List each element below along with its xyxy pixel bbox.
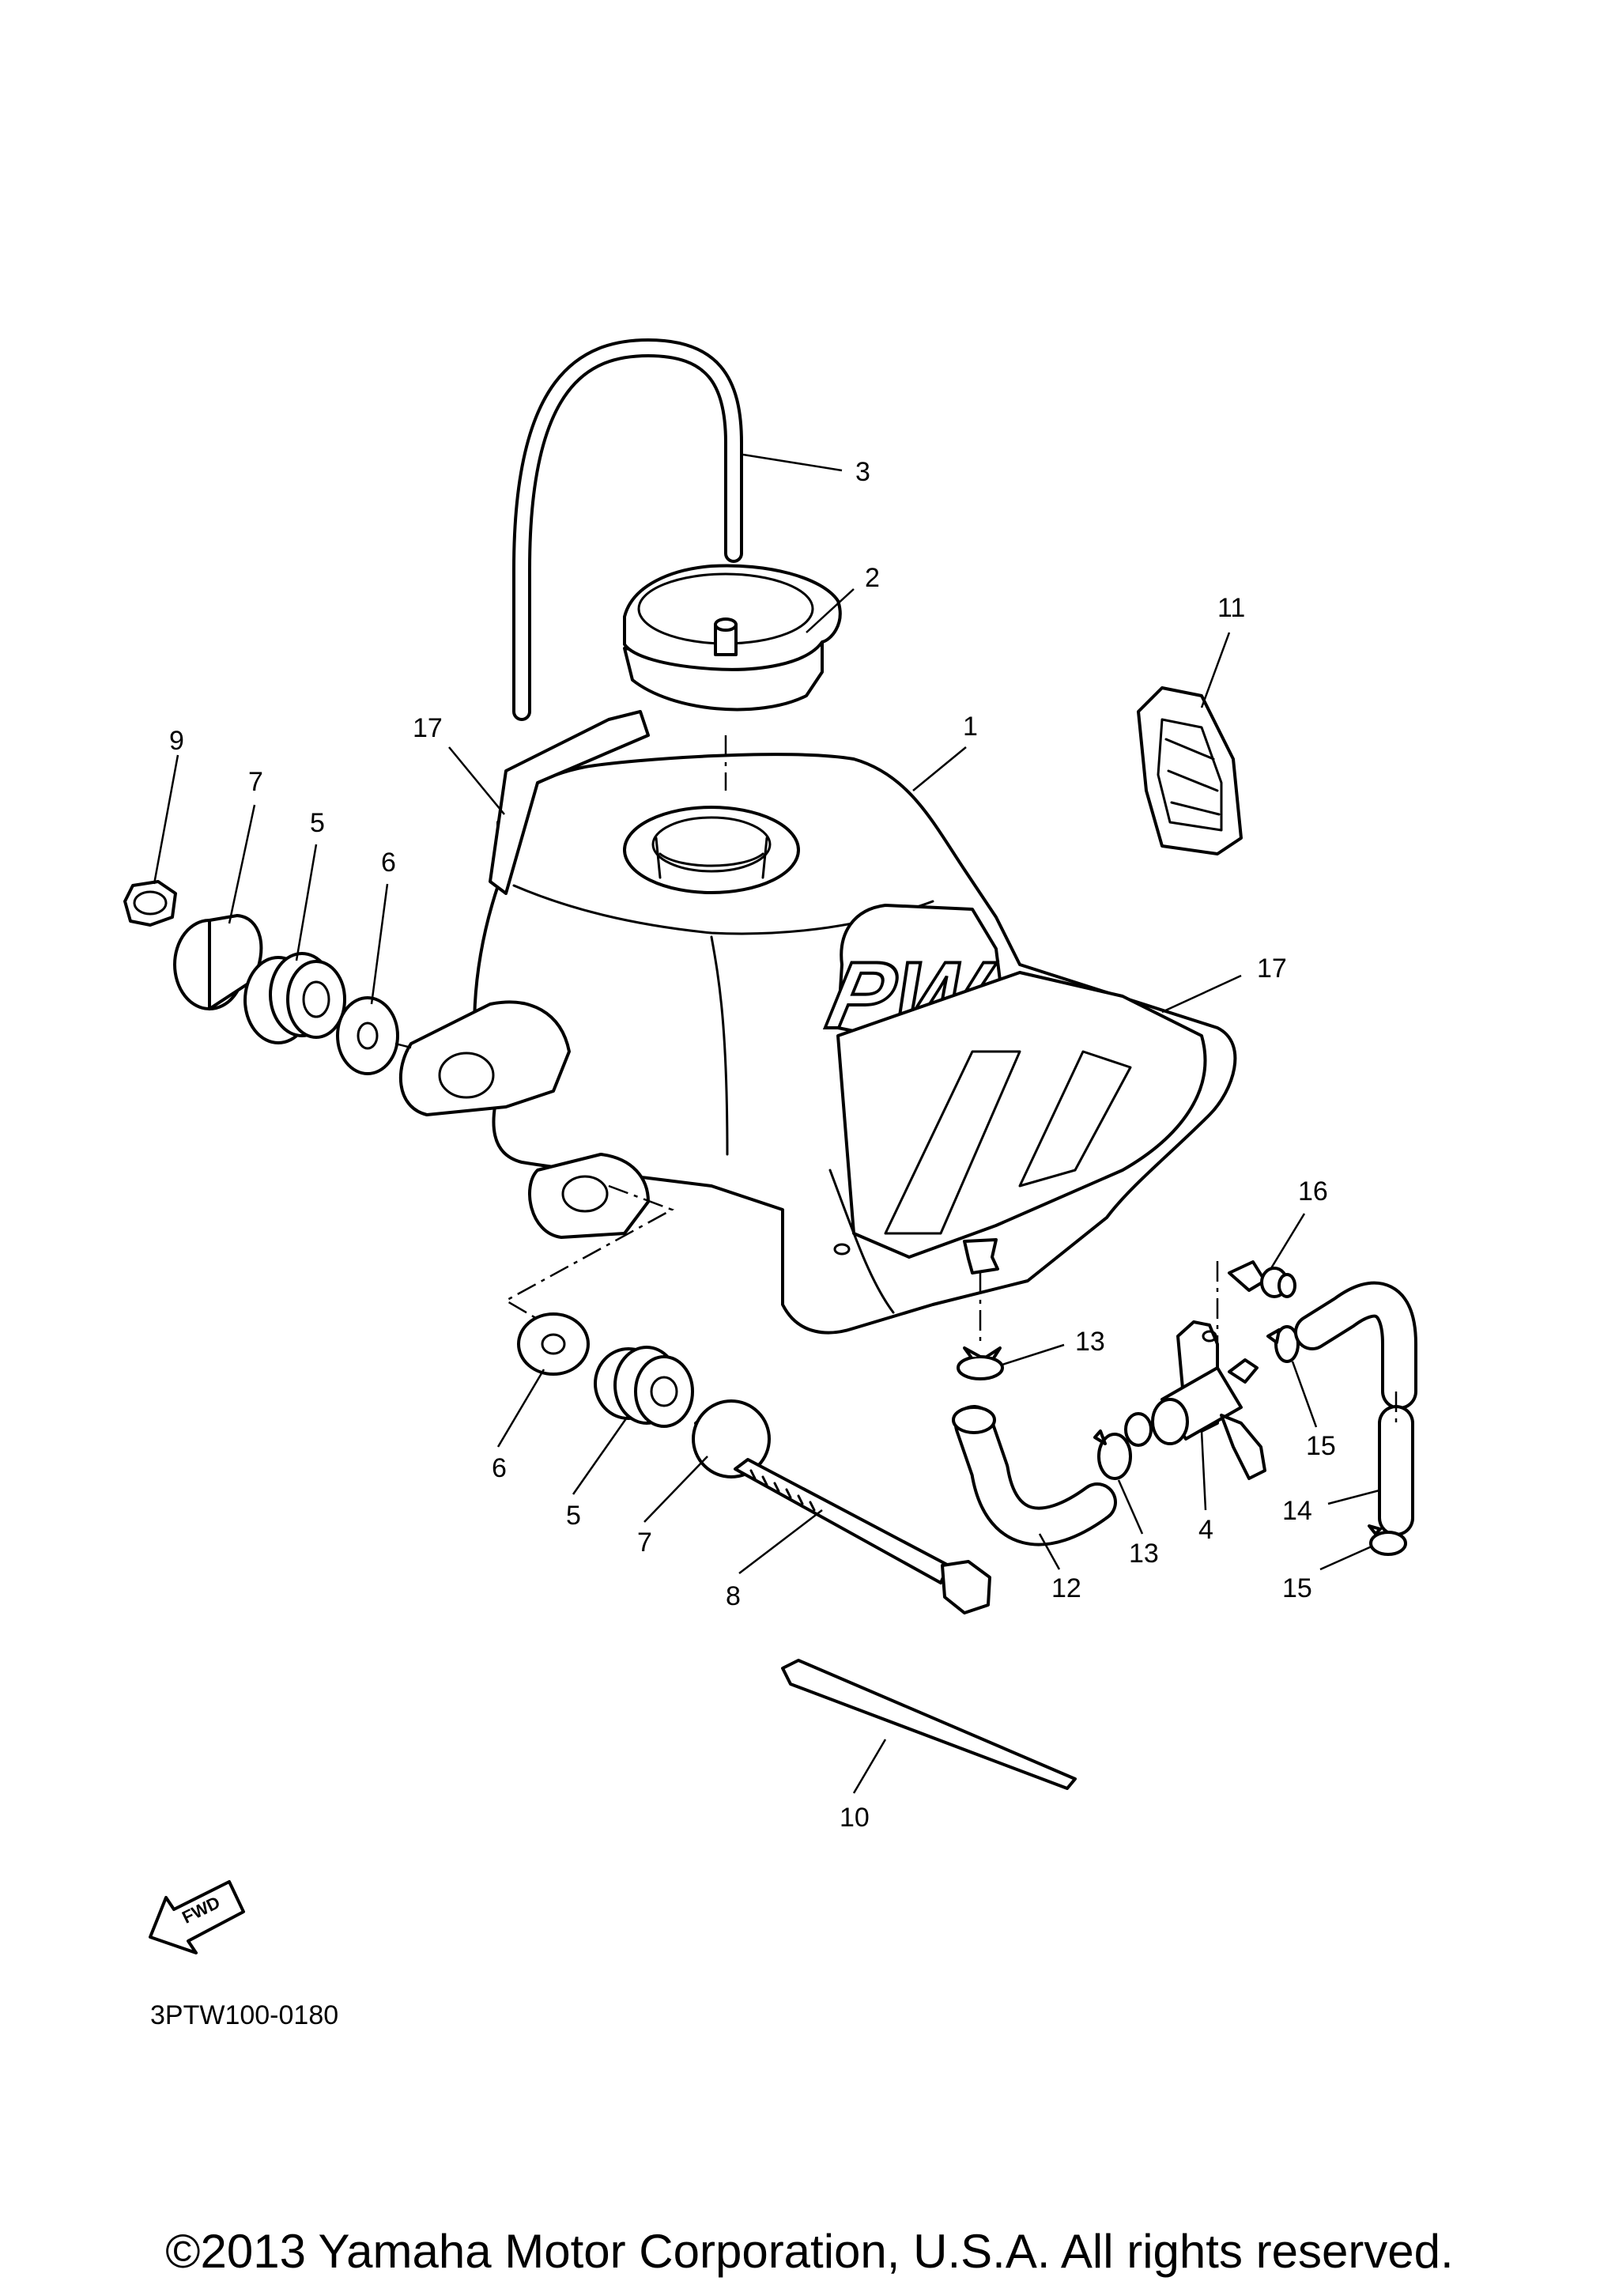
callout-13-upper: 13 xyxy=(1075,1327,1105,1357)
callout-4: 4 xyxy=(1198,1515,1213,1545)
callout-16: 16 xyxy=(1298,1176,1328,1207)
clip-part-13-lower xyxy=(1093,1429,1132,1480)
fuel-hose-part-12 xyxy=(952,1405,1117,1546)
callout-1: 1 xyxy=(963,712,978,742)
callout-17-upper: 17 xyxy=(413,713,443,743)
callout-2: 2 xyxy=(865,563,880,593)
callout-5-left: 5 xyxy=(310,808,325,838)
forward-direction-icon: FWD xyxy=(149,1880,245,1954)
callout-9: 9 xyxy=(169,726,184,756)
breather-hose-part-3 xyxy=(512,338,743,721)
mounting-axis-left xyxy=(394,1042,412,1049)
callout-15-upper: 15 xyxy=(1306,1431,1336,1461)
damper-part-5-left xyxy=(243,952,346,1044)
callout-7-left: 7 xyxy=(248,767,263,797)
copyright-notice: ©2013 Yamaha Motor Corporation, U.S.A. A… xyxy=(165,2225,1454,2278)
callout-7-lower: 7 xyxy=(637,1528,652,1558)
fuel-tank-part-1: PW xyxy=(398,753,1237,1335)
mounting-axis-lower xyxy=(504,1184,674,1330)
damper-part-5-lower xyxy=(594,1346,694,1428)
fuel-cock-part-4 xyxy=(1124,1320,1266,1480)
callout-14: 14 xyxy=(1282,1496,1312,1526)
clip-part-15-upper xyxy=(1266,1325,1300,1363)
fuel-strainer xyxy=(963,1238,999,1344)
leader-lines xyxy=(153,453,1380,1794)
clip-part-13-upper xyxy=(957,1346,1004,1380)
callout-12: 12 xyxy=(1051,1573,1081,1603)
callout-13-lower: 13 xyxy=(1129,1539,1159,1569)
label-plate-part-11 xyxy=(1137,686,1243,855)
callout-17-lower: 17 xyxy=(1257,954,1287,984)
washer-part-6-lower xyxy=(517,1312,590,1376)
callout-labels: 3 2 11 9 7 5 6 17 1 17 16 13 6 5 7 8 12 … xyxy=(169,457,1336,1833)
plate-part-10 xyxy=(781,1659,1077,1790)
tank-seal-part-17-upper xyxy=(489,710,650,895)
callout-6-lower: 6 xyxy=(492,1453,507,1483)
callout-5-lower: 5 xyxy=(566,1501,581,1531)
clip-part-15-lower xyxy=(1368,1524,1407,1556)
callout-8: 8 xyxy=(726,1581,741,1611)
drawing-code: 3PTW100-0180 xyxy=(150,2000,338,2030)
callout-10: 10 xyxy=(840,1803,870,1833)
screw-part-16 xyxy=(1228,1260,1296,1298)
washer-part-6-left xyxy=(336,996,399,1075)
callout-6-left: 6 xyxy=(381,848,396,878)
collar-part-7-left xyxy=(173,914,263,1010)
callout-3: 3 xyxy=(855,457,870,487)
nut-part-9 xyxy=(123,880,177,927)
hose-part-14 xyxy=(1294,1281,1417,1536)
fuel-cap-part-2 xyxy=(623,564,842,712)
bolt-part-8 xyxy=(734,1458,991,1614)
collar-part-7-lower xyxy=(692,1399,771,1478)
callout-15-lower: 15 xyxy=(1282,1573,1312,1603)
callout-11: 11 xyxy=(1217,593,1245,623)
